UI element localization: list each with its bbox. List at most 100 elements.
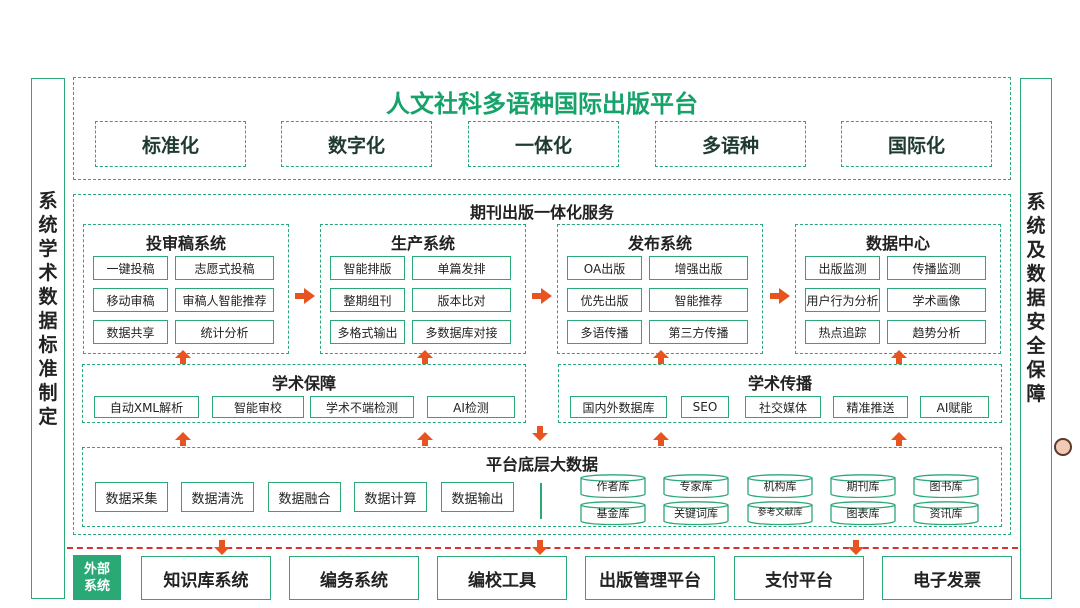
external-label-line2: 系统 (83, 578, 110, 594)
library-label: 图书库 (929, 480, 963, 493)
vertical-char: 数 (1026, 263, 1046, 285)
platform-box (73, 77, 1011, 180)
system-4-item-4: 学术画像 (887, 288, 986, 312)
system-1-item-2: 志愿式投稿 (175, 256, 274, 280)
vertical-char: 学 (38, 238, 58, 260)
library-10: 资讯库 (913, 501, 979, 525)
left-column-label: 系统学术数据标准制定 (31, 78, 65, 540)
library-9: 图表库 (830, 501, 896, 525)
vertical-char: 保 (1026, 359, 1046, 381)
bigdata-step-5: 数据输出 (441, 482, 514, 512)
system-2-item-5: 多格式输出 (330, 320, 405, 344)
vertical-char: 安 (1026, 311, 1046, 333)
right-column-label: 系统及数据安全保障 (1020, 78, 1052, 518)
assistant-avatar-icon (1054, 438, 1072, 456)
dissemination-title: 学术传播 (747, 374, 812, 393)
system-1-item-5: 数据共享 (93, 320, 168, 344)
bigdata-step-4: 数据计算 (354, 482, 427, 512)
system-title-1: 投审稿系统 (145, 234, 226, 253)
dissemination-item-4: 精准推送 (833, 396, 908, 418)
feature-5: 国际化 (841, 121, 992, 167)
system-4-item-1: 出版监测 (805, 256, 880, 280)
system-1-item-1: 一键投稿 (93, 256, 168, 280)
vertical-char: 统 (1026, 215, 1046, 237)
left-column-box (31, 78, 65, 599)
guarantee-item-1: 自动XML解析 (94, 396, 199, 418)
system-title-4: 数据中心 (865, 234, 930, 253)
library-label: 专家库 (679, 480, 713, 493)
library-label: 机构库 (763, 480, 797, 493)
vertical-char: 据 (38, 310, 58, 332)
external-system-4: 出版管理平台 (585, 556, 715, 600)
system-1-item-4: 审稿人智能推荐 (175, 288, 274, 312)
guarantee-item-3: 学术不端检测 (310, 396, 414, 418)
system-3-item-6: 第三方传播 (649, 320, 748, 344)
system-3-item-5: 多语传播 (567, 320, 642, 344)
system-2-item-3: 整期组刊 (330, 288, 405, 312)
external-label: 外部 系统 (73, 555, 121, 600)
system-title-3: 发布系统 (627, 234, 692, 253)
vertical-char: 术 (38, 262, 58, 284)
guarantee-item-4: AI检测 (427, 396, 515, 418)
vertical-char: 准 (38, 358, 58, 380)
external-divider (67, 547, 1018, 549)
external-system-5: 支付平台 (734, 556, 864, 600)
library-5: 图书库 (913, 474, 979, 498)
library-label: 作者库 (596, 480, 630, 493)
vertical-char: 及 (1026, 239, 1046, 261)
system-4-item-5: 热点追踪 (805, 320, 880, 344)
system-2-item-2: 单篇发排 (412, 256, 511, 280)
feature-2: 数字化 (281, 121, 432, 167)
bigdata-step-2: 数据清洗 (181, 482, 254, 512)
vertical-char: 制 (38, 382, 58, 404)
library-3: 机构库 (747, 474, 813, 498)
guarantee-title: 学术保障 (271, 374, 336, 393)
platform-title: 人文社科多语种国际出版平台 (386, 90, 698, 118)
service-title: 期刊出版一体化服务 (469, 203, 614, 222)
service-box (73, 194, 1011, 535)
system-1-item-6: 统计分析 (175, 320, 274, 344)
vertical-char: 数 (38, 286, 58, 308)
system-1-item-3: 移动审稿 (93, 288, 168, 312)
vertical-char: 障 (1026, 383, 1046, 405)
external-label-line1: 外部 (83, 561, 110, 577)
library-label: 图表库 (846, 507, 880, 520)
library-2: 专家库 (663, 474, 729, 498)
right-column-box (1020, 78, 1052, 599)
dissemination-item-5: AI赋能 (920, 396, 989, 418)
system-4-item-3: 用户行为分析 (805, 288, 880, 312)
bigdata-title: 平台底层大数据 (485, 455, 598, 474)
dissemination-item-3: 社交媒体 (745, 396, 821, 418)
bigdata-box (82, 447, 1002, 527)
vertical-char: 统 (38, 214, 58, 236)
external-system-6: 电子发票 (882, 556, 1012, 600)
library-label: 基金库 (596, 507, 630, 520)
system-title-2: 生产系统 (390, 234, 455, 253)
system-2-item-4: 版本比对 (412, 288, 511, 312)
library-label: 期刊库 (846, 480, 880, 493)
library-4: 期刊库 (830, 474, 896, 498)
external-system-1: 知识库系统 (141, 556, 271, 600)
guarantee-box (82, 364, 526, 423)
feature-4: 多语种 (655, 121, 806, 167)
library-6: 基金库 (580, 501, 646, 525)
system-3-item-4: 智能推荐 (649, 288, 748, 312)
bigdata-step-3: 数据融合 (268, 482, 341, 512)
bigdata-step-1: 数据采集 (95, 482, 168, 512)
library-label: 关键词库 (674, 507, 718, 520)
system-3-item-2: 增强出版 (649, 256, 748, 280)
system-4-item-2: 传播监测 (887, 256, 986, 280)
system-2-item-6: 多数据库对接 (412, 320, 511, 344)
external-system-2: 编务系统 (289, 556, 419, 600)
library-1: 作者库 (580, 474, 646, 498)
system-2-item-1: 智能排版 (330, 256, 405, 280)
system-4-item-6: 趋势分析 (887, 320, 986, 344)
feature-1: 标准化 (95, 121, 246, 167)
vertical-char: 全 (1026, 335, 1046, 357)
feature-3: 一体化 (468, 121, 619, 167)
library-label: 资讯库 (929, 507, 963, 520)
vertical-char: 系 (1026, 191, 1046, 213)
guarantee-item-2: 智能审校 (212, 396, 304, 418)
library-8: 参考文献库 (747, 501, 813, 525)
bigdata-divider (540, 483, 542, 519)
